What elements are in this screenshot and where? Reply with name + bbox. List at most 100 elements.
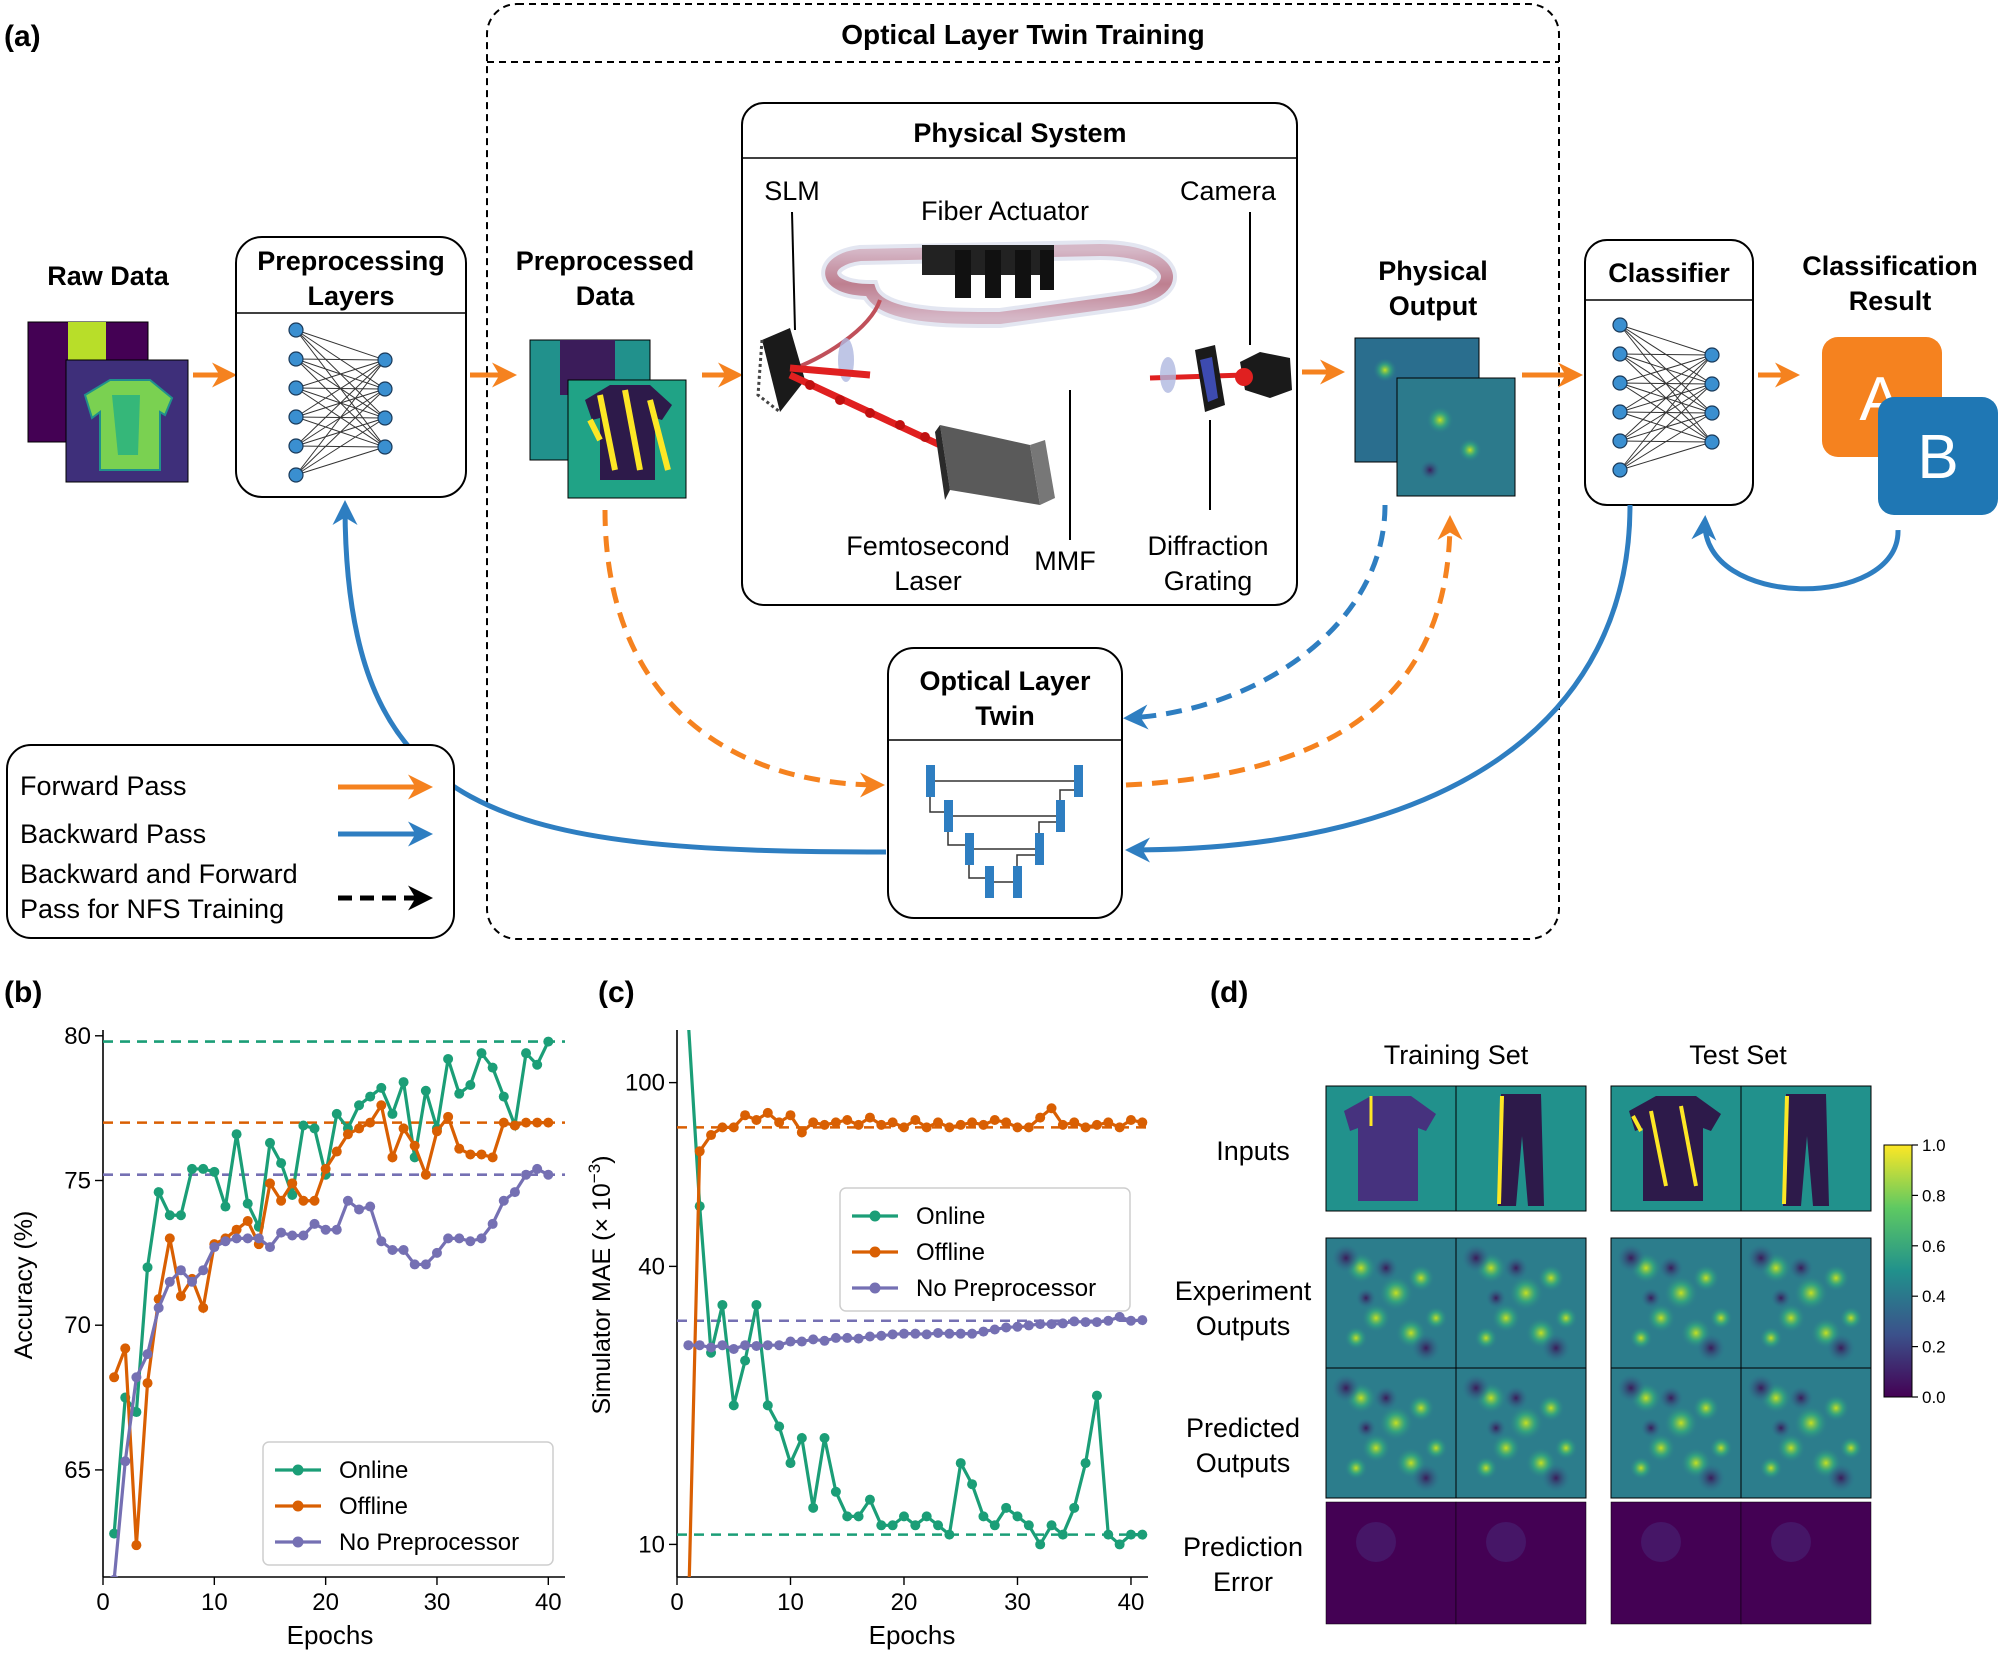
femtosecond-label-1: Femtosecond — [846, 531, 1010, 561]
plot-area — [677, 1030, 1148, 1577]
data-point — [242, 1233, 253, 1244]
speckle-dark — [1789, 1386, 1813, 1410]
data-point — [910, 1114, 921, 1125]
data-point — [420, 1259, 431, 1270]
colorbar-tick-label: 0.8 — [1922, 1186, 1946, 1205]
data-point — [231, 1233, 242, 1244]
data-point — [387, 1108, 398, 1119]
colorbar-tick-label: 0.0 — [1922, 1388, 1946, 1407]
speckle-dark — [1542, 1464, 1570, 1492]
data-point — [1001, 1117, 1012, 1128]
data-point — [921, 1511, 932, 1522]
speckle-bright — [1508, 1275, 1544, 1311]
network-node — [288, 467, 304, 483]
slm-icon — [756, 328, 805, 414]
slm-label: SLM — [764, 176, 820, 206]
classifier-box: Classifier — [1584, 239, 1754, 506]
data-point — [706, 1342, 717, 1353]
panel-d: (d) Training Set Test Set Inputs Experim… — [1175, 976, 1946, 1625]
speckle-dark — [1747, 1244, 1775, 1272]
data-point — [728, 1343, 739, 1354]
data-point — [1091, 1390, 1102, 1401]
speckle-dark — [1374, 1386, 1398, 1410]
data-point — [131, 1540, 142, 1551]
network-node — [1612, 346, 1628, 362]
network-node — [377, 439, 393, 455]
speckle-dark — [1617, 1244, 1645, 1272]
speckle-bright — [1629, 1456, 1653, 1480]
data-point — [164, 1210, 175, 1221]
data-point — [198, 1302, 209, 1313]
speckle-bright — [1629, 1326, 1653, 1350]
speckle-bright — [1537, 1394, 1565, 1422]
colorbar-tick-label: 1.0 — [1922, 1136, 1946, 1155]
data-point — [320, 1163, 331, 1174]
network-node — [288, 380, 304, 396]
class-b-letter: B — [1917, 423, 1958, 492]
speckle-bright — [1378, 1275, 1414, 1311]
data-point — [1069, 1502, 1080, 1513]
data-point — [454, 1143, 465, 1154]
legend-label: Offline — [916, 1239, 985, 1266]
network-node — [1612, 317, 1628, 333]
data-point — [543, 1036, 554, 1047]
data-point — [1103, 1117, 1114, 1128]
network-node — [1612, 404, 1628, 420]
x-tick-label: 10 — [201, 1589, 228, 1616]
data-point — [110, 1574, 119, 1577]
speckle-dark — [1697, 1334, 1725, 1362]
data-point — [298, 1230, 309, 1241]
data-point — [1001, 1502, 1012, 1513]
data-point — [142, 1378, 153, 1389]
data-point — [398, 1123, 409, 1134]
data-point — [762, 1107, 773, 1118]
data-point — [509, 1120, 520, 1131]
femtosecond-laser-icon — [935, 425, 1055, 505]
preprocessing-title-1: Preprocessing — [257, 246, 445, 276]
data-point — [1091, 1317, 1102, 1328]
speckle-bright — [1793, 1405, 1829, 1441]
data-point — [944, 1328, 955, 1339]
series-line-offline — [112, 1101, 549, 1546]
panel-c-xlabel: Epochs — [869, 1620, 956, 1650]
speckle-dark — [1356, 1288, 1376, 1308]
network-node — [1704, 405, 1720, 421]
data-point — [955, 1328, 966, 1339]
data-point — [443, 1053, 454, 1064]
edge-highlight — [1782, 1095, 1789, 1205]
data-point — [354, 1100, 365, 1111]
plot-area — [103, 1036, 565, 1577]
data-point — [231, 1129, 242, 1140]
data-point — [694, 1340, 705, 1351]
speckle-dark — [1827, 1334, 1855, 1362]
data-point — [842, 1114, 853, 1125]
speckle-dark — [1542, 1334, 1570, 1362]
data-point — [209, 1242, 220, 1253]
data-point — [309, 1195, 320, 1206]
speckle-bright — [1822, 1394, 1850, 1422]
network-node — [1612, 462, 1628, 478]
data-point — [933, 1520, 944, 1531]
error-texture — [1486, 1522, 1526, 1562]
speckle-bright — [1344, 1326, 1368, 1350]
data-point — [1057, 1119, 1068, 1130]
error-image — [1740, 1501, 1872, 1625]
network-node — [288, 322, 304, 338]
fiber-actuator-label: Fiber Actuator — [921, 196, 1089, 226]
data-point — [796, 1127, 807, 1138]
col-test-set: Test Set — [1689, 1040, 1787, 1070]
data-point — [1103, 1315, 1114, 1326]
data-point — [1137, 1529, 1148, 1540]
data-point — [242, 1216, 253, 1227]
data-point — [153, 1187, 164, 1198]
data-point — [365, 1201, 376, 1212]
row-predicted-1: Predicted — [1186, 1413, 1300, 1443]
data-point — [944, 1529, 955, 1540]
data-point — [153, 1302, 164, 1313]
speckle-dark — [1412, 1464, 1440, 1492]
speckle-dark — [1462, 1374, 1490, 1402]
speckle-bright — [1508, 1405, 1544, 1441]
speckle-dark — [1374, 1256, 1398, 1280]
raw-data-images — [27, 321, 189, 483]
